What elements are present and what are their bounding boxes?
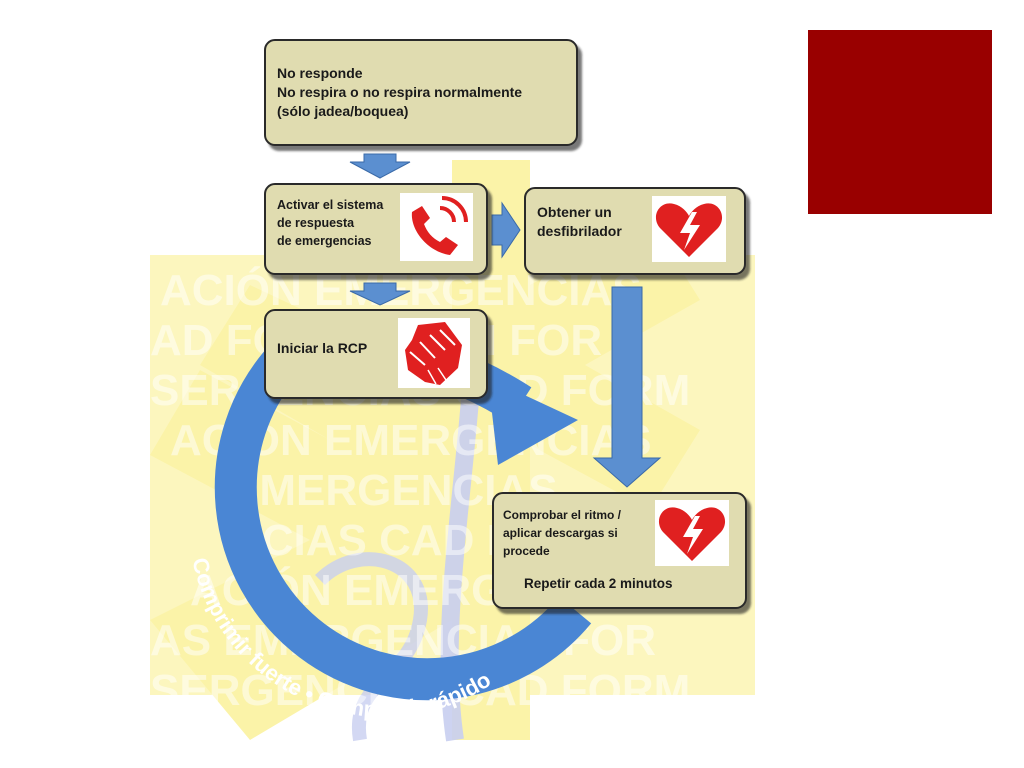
box-obtener-desfibrilador: Obtener un desfibrilador [524,187,746,275]
activar-line1: Activar el sistema [277,198,384,212]
activar-line2: de respuesta [277,216,355,230]
watermark-staff [440,399,479,742]
no-responde-line3: (sólo jadea/boquea) [277,103,408,119]
box-comprobar-ritmo: Comprobar el ritmo / aplicar descargas s… [492,492,747,609]
arrow-right [491,201,521,259]
watermark-snake [315,552,428,742]
phone-icon [400,193,473,261]
comprobar-line2: aplicar descargas si [503,526,618,540]
arrow-down-1 [349,153,411,179]
no-responde-line2: No respira o no respira normalmente [277,84,522,100]
obtener-line1: Obtener un [537,204,612,220]
box-activar-sistema: Activar el sistema de respuesta de emerg… [264,183,488,275]
comprobar-line3: procede [503,544,550,558]
box-no-responde: No responde No respira o no respira norm… [264,39,578,146]
comprobar-line1: Comprobar el ritmo / [503,508,622,522]
no-responde-line1: No responde [277,65,363,81]
activar-line3: de emergencias [277,234,372,248]
cycle-ring [214,351,592,701]
heart-bolt-icon [652,196,726,262]
heart-bolt-icon [655,500,729,566]
arrow-down-long [592,286,662,488]
obtener-line2: desfibrilador [537,223,622,239]
cycle-arrowhead [488,378,578,465]
arrow-down-2 [349,282,411,306]
flow-arrows [349,153,662,488]
hands-icon [398,318,470,388]
comprobar-line4: Repetir cada 2 minutos [524,576,673,591]
accent-square [808,30,992,214]
box-iniciar-rcp: Iniciar la RCP [264,309,488,399]
iniciar-line1: Iniciar la RCP [277,340,367,356]
